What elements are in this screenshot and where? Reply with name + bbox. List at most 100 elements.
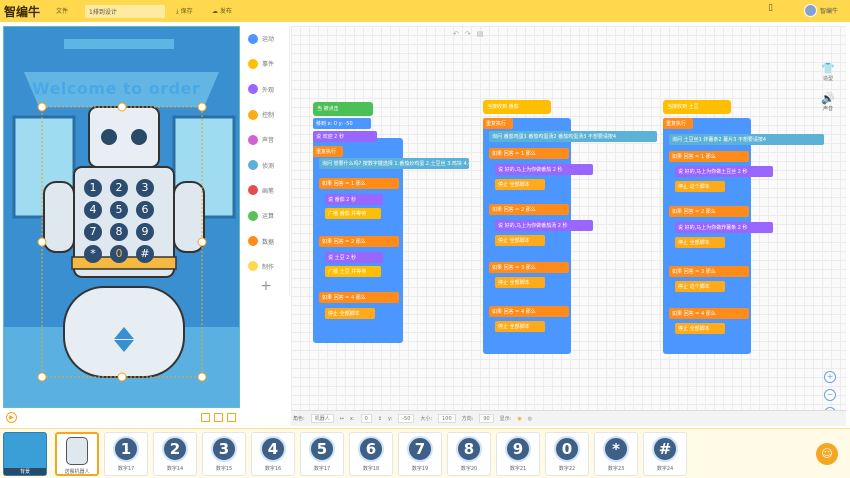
block-forever[interactable]: 重复执行 <box>313 146 343 157</box>
category-sound[interactable]: 声音 <box>242 127 289 152</box>
undo-icon[interactable]: ↶ <box>453 30 459 38</box>
sprite-digit: 4 <box>260 436 286 462</box>
category-motion[interactable]: 运动 <box>242 26 289 51</box>
block-say[interactable]: 说 好的,马上为你做炸薯条 2 秒 <box>675 222 773 233</box>
sprite-item[interactable]: 送餐机器人 <box>55 432 99 476</box>
eye-icon[interactable]: ◉ <box>517 415 522 422</box>
block-if[interactable]: 如果 回答 = 4 那么 <box>489 306 569 317</box>
block-say[interactable]: 说 番茄 2 秒 <box>325 194 383 205</box>
category-pen[interactable]: 画笔 <box>242 178 289 203</box>
block-stop[interactable]: 停止 全部脚本 <box>675 323 725 334</box>
grid-icon[interactable] <box>227 413 236 422</box>
block-forever[interactable]: 重复执行 <box>663 118 693 129</box>
sound-tab[interactable]: 🔊声音 <box>818 92 838 122</box>
block-if[interactable]: 如果 回答 = 2 那么 <box>489 204 569 215</box>
x-input[interactable]: 0 <box>360 414 372 423</box>
y-input[interactable]: -50 <box>398 414 415 423</box>
backdrop-thumb[interactable]: 背景 <box>3 432 47 476</box>
block-say[interactable]: 说 好的,马上为你做土豆丝 2 秒 <box>675 166 773 177</box>
block-stop[interactable]: 停止 这个脚本 <box>675 181 725 192</box>
category-data[interactable]: 数据 <box>242 228 289 253</box>
block-stop[interactable]: 停止 这个脚本 <box>675 281 725 292</box>
block-forever[interactable]: 重复执行 <box>483 118 513 129</box>
sprite-item[interactable]: #数字24 <box>643 432 687 476</box>
script-3-hat[interactable]: 当接收到 土豆 <box>663 100 731 114</box>
block-broadcast[interactable]: 广播 土豆 并等待 <box>325 266 381 277</box>
block-goto[interactable]: 移到 x: 0 y: -50 <box>313 118 371 129</box>
zoom-out-icon[interactable]: − <box>824 389 836 401</box>
block-if[interactable]: 如果 回答 = 4 那么 <box>319 292 399 303</box>
project-name-input[interactable]: 1排到设计 <box>85 5 165 18</box>
block-stop[interactable]: 停止 全部脚本 <box>495 277 545 288</box>
eye-off-icon[interactable]: ◎ <box>527 415 533 422</box>
block-stop[interactable]: 停止 全部脚本 <box>495 235 545 246</box>
size-input[interactable]: 100 <box>438 414 456 423</box>
block-stop[interactable]: 停止 全部脚本 <box>325 308 375 319</box>
role-input[interactable]: 机器人 <box>310 414 334 423</box>
sprite-digit: * <box>603 436 629 462</box>
block-say[interactable]: 说 好的,马上为你做番茄 2 秒 <box>495 164 593 175</box>
publish-button[interactable]: ☁ 发布 <box>212 8 232 15</box>
category-operators[interactable]: 运算 <box>242 203 289 228</box>
save-button[interactable]: ⤓ 保存 <box>176 8 193 15</box>
stage[interactable]: Welcome to order 1 2 3 4 5 6 7 8 9 * 0 # <box>3 26 240 408</box>
category-looks[interactable]: 外观 <box>242 77 289 102</box>
zoom-in-icon[interactable]: + <box>824 371 836 383</box>
block-ask[interactable]: 询问 土豆丝1 炸薯条2 薯片3 不想要请按4 <box>669 134 824 145</box>
block-if[interactable]: 如果 回答 = 3 那么 <box>669 266 749 277</box>
category-control[interactable]: 控制 <box>242 102 289 127</box>
code-workspace[interactable]: ↶ ↷ ▤ 当 被点击 移到 x: 0 y: -50 说 欢迎 2 秒 重复执行… <box>291 26 846 419</box>
sprite-item[interactable]: *数字23 <box>594 432 638 476</box>
category-label: 事件 <box>262 61 275 69</box>
add-extension-button[interactable]: + <box>260 278 272 294</box>
fullscreen-icon[interactable] <box>214 413 223 422</box>
category-sensing[interactable]: 侦测 <box>242 152 289 177</box>
sprite-label: 数字18 <box>362 466 380 472</box>
block-say[interactable]: 说 土豆 2 秒 <box>325 252 383 263</box>
sprite-label: 数字14 <box>166 466 184 472</box>
block-stop[interactable]: 停止 全部脚本 <box>495 321 545 332</box>
costume-tab[interactable]: 👕造型 <box>818 62 838 92</box>
block-broadcast[interactable]: 广播 番茄 并等待 <box>325 208 381 219</box>
block-stop[interactable]: 停止 全部脚本 <box>675 237 725 248</box>
script-1-hat[interactable]: 当 被点击 <box>313 102 373 116</box>
block-stop[interactable]: 停止 全部脚本 <box>495 179 545 190</box>
dir-input[interactable]: 90 <box>479 414 494 423</box>
file-menu[interactable]: 文件 <box>56 8 69 15</box>
block-ask[interactable]: 询问 番茄鸡蛋1 番茄鸡蛋汤2 番茄鸡蛋汤3 不想要请按4 <box>489 131 657 142</box>
category-label: 数据 <box>262 238 275 246</box>
device-icon[interactable]: ▯ <box>768 3 773 13</box>
category-events[interactable]: 事件 <box>242 51 289 76</box>
costume-label: 造型 <box>822 76 833 82</box>
block-say[interactable]: 说 欢迎 2 秒 <box>313 131 377 142</box>
block-if[interactable]: 如果 回答 = 3 那么 <box>489 262 569 273</box>
block-if[interactable]: 如果 回答 = 1 那么 <box>489 148 569 159</box>
block-if[interactable]: 如果 回答 = 2 那么 <box>669 206 749 217</box>
redo-icon[interactable]: ↷ <box>464 30 471 38</box>
block-if[interactable]: 如果 回答 = 4 那么 <box>669 308 749 319</box>
arrange-icon[interactable]: ▤ <box>476 30 484 38</box>
block-if[interactable]: 如果 回答 = 1 那么 <box>669 151 749 162</box>
block-if[interactable]: 如果 回答 = 2 那么 <box>319 236 399 247</box>
block-ask[interactable]: 询问 想要什么吗? 按数字键选择 1.番茄炒鸡蛋 2.土豆丝 3.鸡块 4.番茄… <box>319 158 469 169</box>
block-say[interactable]: 说 好的,马上为你做番茄汤 2 秒 <box>495 220 593 231</box>
run-icon[interactable]: ▶ <box>6 412 17 423</box>
category-custom[interactable]: 制作 <box>242 254 289 279</box>
script-2-hat[interactable]: 当接收到 番茄 <box>483 100 551 114</box>
hat-label: 当 被点击 <box>317 106 339 112</box>
block-if[interactable]: 如果 回答 = 1 那么 <box>319 178 399 189</box>
user-menu[interactable]: 智编牛 <box>803 4 838 17</box>
add-sprite-icon[interactable]: ☺ <box>816 443 838 465</box>
small-stage-icon[interactable] <box>201 413 210 422</box>
sprite-digit: # <box>652 436 678 462</box>
